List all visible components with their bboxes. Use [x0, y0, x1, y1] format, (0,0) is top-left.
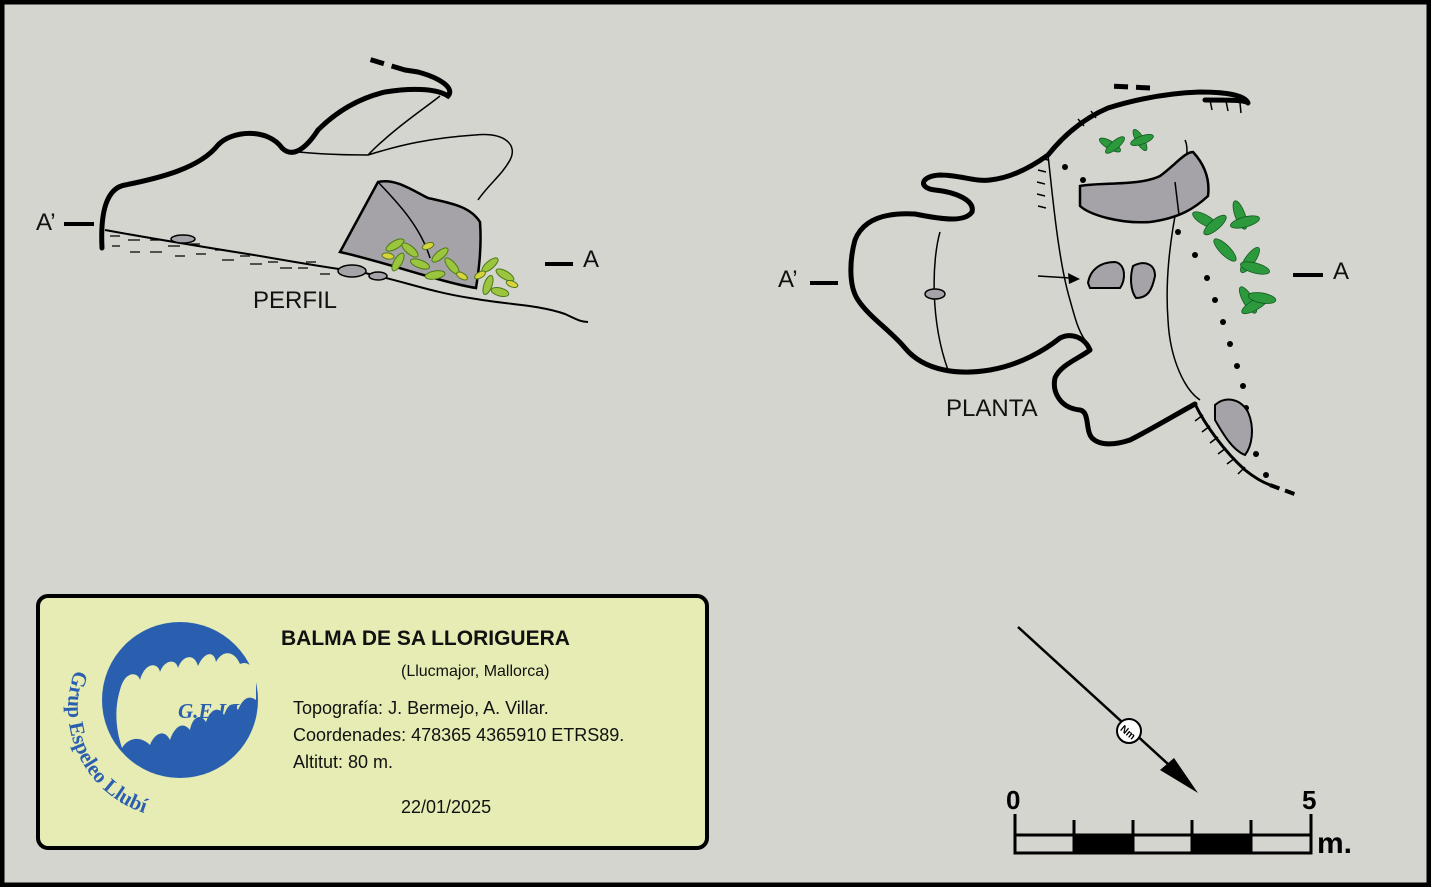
scale-end-label: 5	[1302, 785, 1316, 815]
plan-vegetation-icon	[1099, 129, 1277, 315]
north-arrow-icon: Nm	[1017, 626, 1198, 793]
scale-start-label: 0	[1006, 785, 1020, 815]
plan-rock	[1214, 398, 1253, 457]
plan-boulder	[1078, 150, 1210, 224]
altitude-text: Altitut: 80 m.	[293, 752, 393, 772]
profile-marker-start-label: A’	[36, 209, 56, 236]
plan-drip-line-wall	[1193, 403, 1271, 487]
coordinates-text: Coordenades: 478365 4365910 ETRS89.	[293, 725, 624, 745]
club-logo: G.E.LL. Grup Espeleo Llubí	[63, 622, 258, 818]
plan-rock	[1130, 262, 1157, 300]
plan-outline-dashed	[1109, 83, 1151, 91]
profile-ceiling-dashed	[364, 55, 406, 73]
scale-bar: 0 5 m.	[1006, 785, 1352, 860]
profile-inner-wall	[281, 95, 514, 201]
profile-stone	[368, 271, 388, 281]
profile-sediment-hatching	[110, 235, 330, 275]
profile-stone	[337, 264, 367, 278]
survey-date: 22/01/2025	[401, 797, 491, 817]
profile-marker-end-label: A	[583, 246, 599, 273]
cave-location: (Llucmajor, Mallorca)	[401, 663, 549, 680]
plan-rock	[1086, 260, 1125, 289]
cave-silhouette-icon	[116, 653, 256, 748]
logo-acronym: G.E.LL.	[178, 699, 249, 723]
plan-label: PLANTA	[946, 395, 1038, 422]
topography-credits: Topografía: J. Bermejo, A. Villar.	[293, 698, 549, 718]
profile-label: PERFIL	[253, 287, 337, 314]
plan-section: A’ A PLANTA	[778, 83, 1349, 498]
plan-small-stone	[924, 288, 946, 300]
title-block: G.E.LL. Grup Espeleo Llubí BALMA DE SA L…	[36, 594, 709, 850]
profile-section: A’ A PERFIL	[36, 55, 599, 323]
plan-marker-start-label: A’	[778, 266, 798, 293]
scale-unit-label: m.	[1317, 827, 1352, 860]
plan-outline	[848, 89, 1251, 447]
cave-name-title: BALMA DE SA LLORIGUERA	[281, 627, 570, 650]
plan-marker-end-label: A	[1333, 258, 1349, 285]
profile-vegetation-icon	[381, 238, 519, 298]
profile-small-stone	[170, 234, 196, 244]
plan-pointer-arrow	[1037, 275, 1071, 279]
